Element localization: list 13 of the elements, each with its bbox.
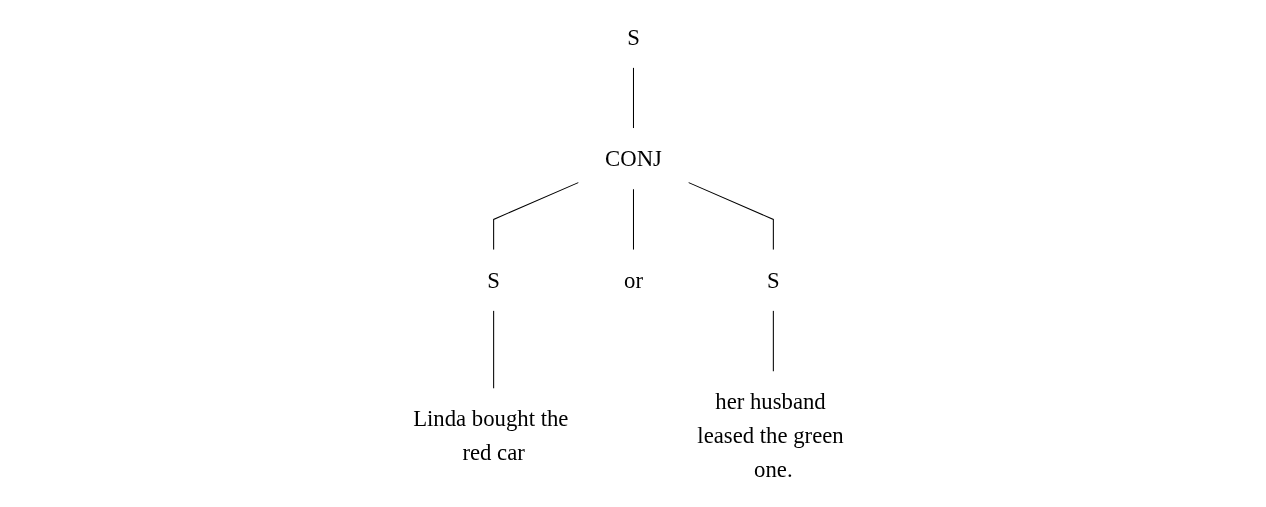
connector bbox=[632, 66, 634, 129]
connector bbox=[772, 309, 774, 373]
connector bbox=[492, 181, 579, 251]
connector bbox=[492, 309, 494, 390]
connector bbox=[632, 188, 634, 251]
node-text: S bbox=[486, 267, 500, 293]
node-text: S bbox=[626, 24, 640, 50]
node-text: Linda bought the red car bbox=[412, 406, 568, 466]
node-text: or bbox=[623, 267, 643, 293]
node-text: her husband leased the green one. bbox=[696, 388, 844, 483]
node-text: S bbox=[766, 267, 780, 293]
node-text: CONJ bbox=[604, 145, 662, 172]
connector bbox=[687, 181, 774, 251]
